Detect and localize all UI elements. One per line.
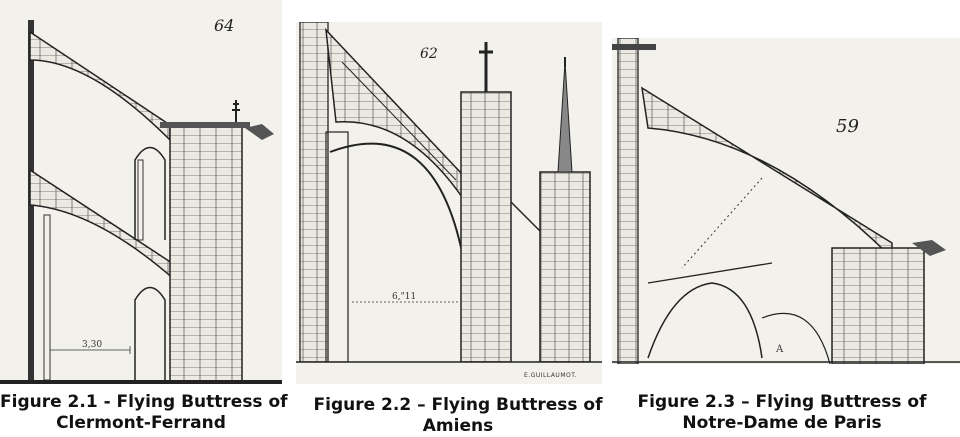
figure-caption-2: Figure 2.2 – Flying Buttress of Amiens: [308, 395, 608, 437]
dimension-label: 3,30: [82, 340, 103, 350]
caption-subtitle: Clermont-Ferrand: [56, 413, 226, 433]
plate-number: 62: [420, 46, 438, 62]
caption-title: Figure 2.2 – Flying Buttress of: [313, 395, 603, 415]
caption-title: Figure 2.1 - Flying Buttress of: [0, 392, 288, 412]
figure-image-amiens: 62 6,"11 E.GUILLAUMOT.: [296, 22, 602, 384]
caption-title: Figure 2.3 – Flying Buttress of: [637, 392, 927, 412]
figure-caption-1: Figure 2.1 - Flying Buttress of Clermont…: [0, 392, 288, 434]
buttress-drawing-clermont: [0, 20, 282, 384]
dimension-label: 6,"11: [392, 292, 417, 302]
figure-image-notre-dame: 59 A: [612, 38, 960, 364]
caption-subtitle: Notre-Dame de Paris: [682, 413, 882, 433]
figure-caption-3: Figure 2.3 – Flying Buttress of Notre-Da…: [622, 392, 942, 434]
plate-label: A: [776, 344, 784, 355]
buttress-drawing-amiens: [296, 22, 602, 384]
caption-subtitle: Amiens: [422, 416, 494, 436]
figure-image-clermont-ferrand: 64 3,30: [0, 0, 282, 384]
plate-number: 64: [214, 16, 235, 35]
plate-number: 59: [836, 116, 859, 137]
buttress-drawing-notre-dame: [612, 38, 960, 364]
engraver-signature: E.GUILLAUMOT.: [524, 372, 578, 379]
